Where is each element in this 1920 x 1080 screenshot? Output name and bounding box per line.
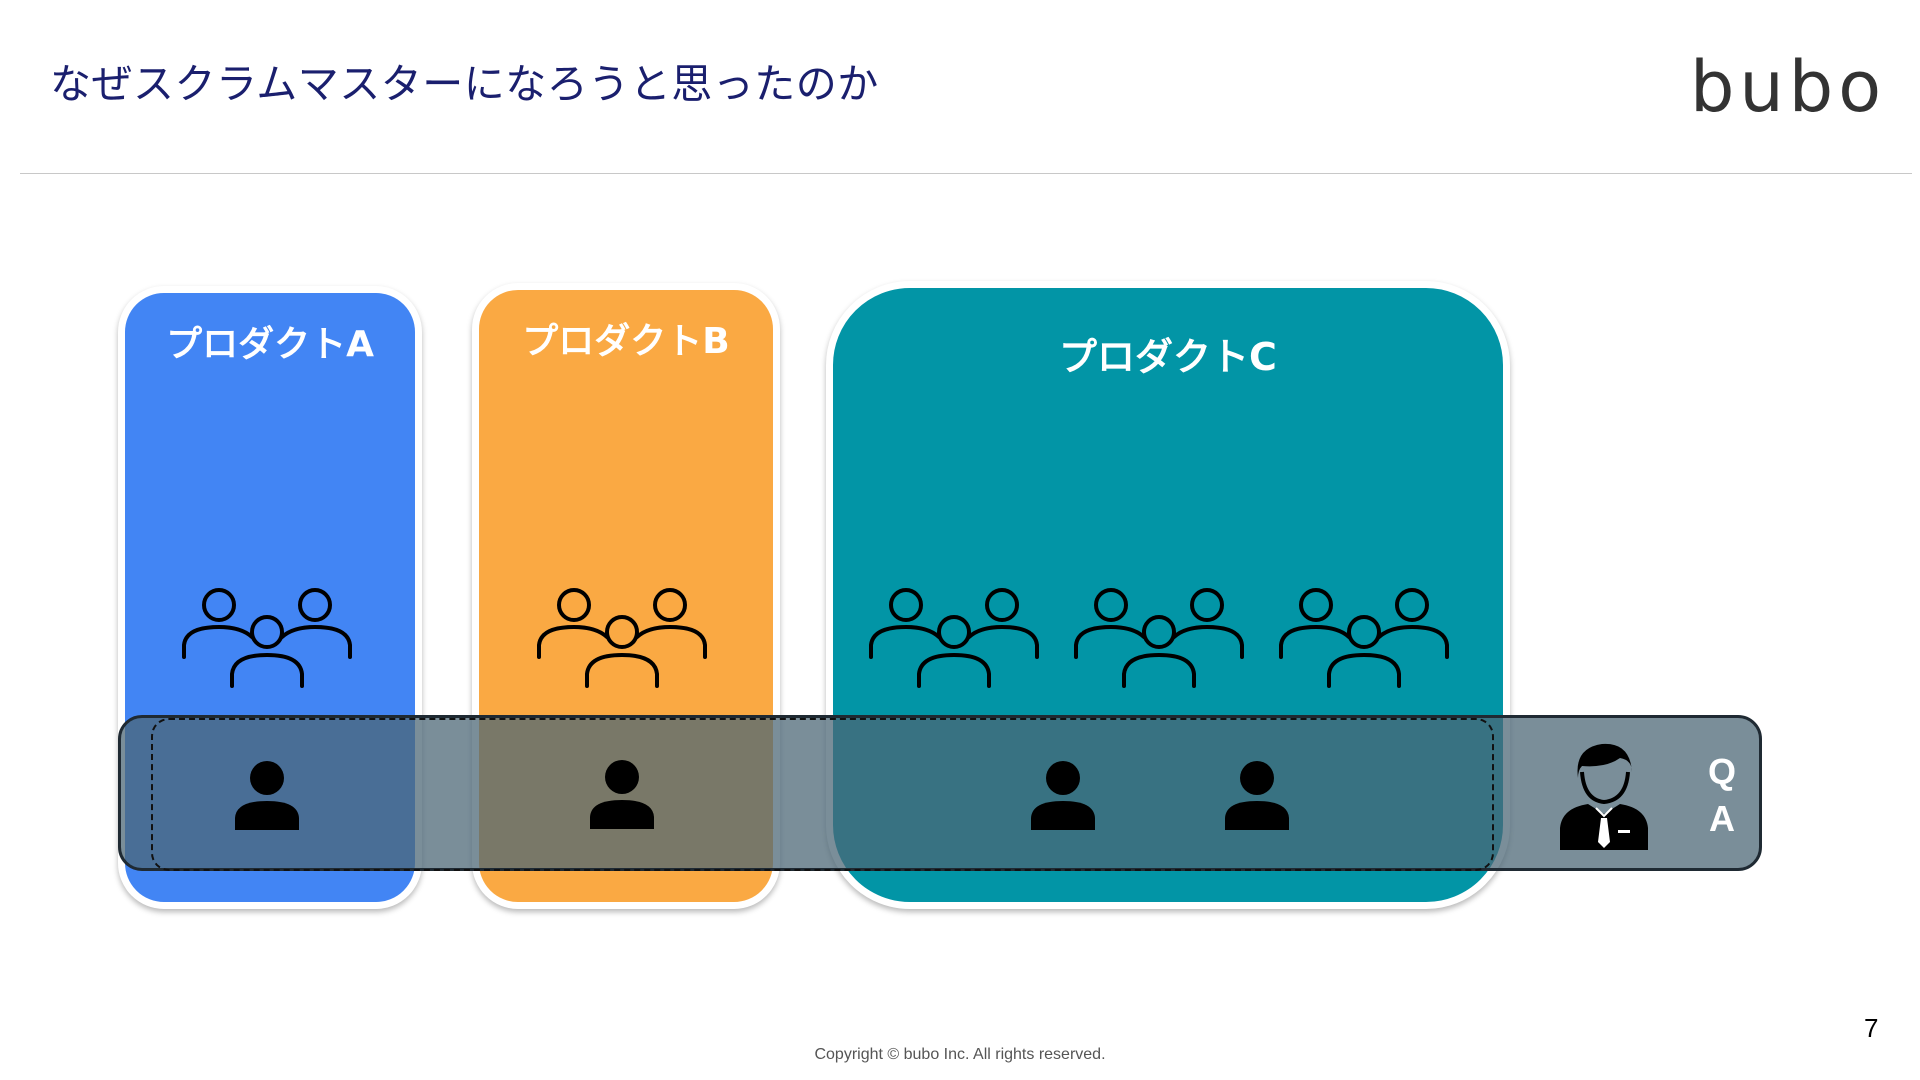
product-b-label: プロダクトB bbox=[522, 321, 730, 362]
copyright-footer: Copyright © bubo Inc. All rights reserve… bbox=[814, 1046, 1106, 1063]
team-icon bbox=[1279, 588, 1449, 688]
person-icon bbox=[235, 761, 299, 830]
team-icon bbox=[869, 588, 1039, 688]
qa-label-a: A bbox=[1709, 798, 1735, 839]
bubo-logo: bubo bbox=[1690, 46, 1887, 128]
page-number: 7 bbox=[1864, 1013, 1879, 1043]
person-icon bbox=[1225, 761, 1289, 830]
team-icon bbox=[182, 588, 352, 688]
person-icon bbox=[1031, 761, 1095, 830]
qa-dashed-outline bbox=[151, 718, 1494, 871]
header-divider bbox=[20, 173, 1912, 174]
slide-title: なぜスクラムマスターになろうと思ったのか bbox=[50, 60, 879, 108]
qa-label-q: Q bbox=[1707, 751, 1736, 792]
qa-band bbox=[118, 715, 1762, 871]
product-c-label: プロダクトC bbox=[1059, 335, 1277, 379]
qa-label: Q A bbox=[1702, 748, 1742, 842]
team-icon bbox=[537, 588, 707, 688]
team-icon bbox=[1074, 588, 1244, 688]
person-icon bbox=[590, 760, 654, 829]
product-a-label: プロダクトA bbox=[166, 324, 374, 365]
businessman-icon bbox=[1560, 743, 1648, 850]
